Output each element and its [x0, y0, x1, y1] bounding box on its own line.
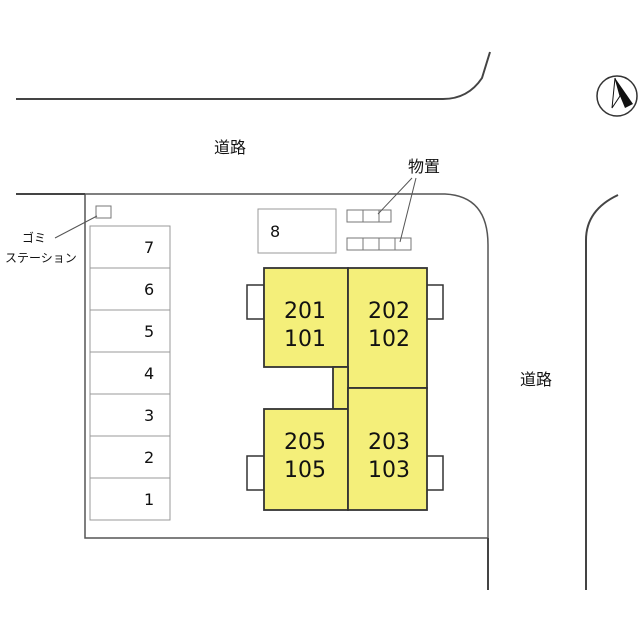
stall-5: 5	[144, 322, 154, 341]
road-label-top: 道路	[214, 138, 246, 157]
parking-column	[89, 225, 171, 521]
garbage-leader-line	[54, 215, 98, 239]
unit-205: 205	[284, 430, 326, 455]
road-edge-right	[585, 194, 619, 590]
unit-202: 202	[368, 299, 410, 324]
building-sw	[263, 408, 349, 511]
building-connector	[332, 366, 349, 410]
garbage-label-2: ステーション	[5, 251, 77, 265]
road-label-right: 道路	[520, 370, 552, 389]
stall-6: 6	[144, 280, 154, 299]
ac-units	[246, 284, 444, 491]
road-edge-top	[16, 51, 491, 100]
stall-7: 7	[144, 238, 154, 257]
storage-label: 物置	[408, 157, 440, 176]
stall-2: 2	[144, 448, 154, 467]
garbage-station-box	[95, 205, 112, 219]
unit-103: 103	[368, 458, 410, 483]
unit-105: 105	[284, 458, 326, 483]
unit-102: 102	[368, 327, 410, 352]
north-arrow-icon	[596, 75, 638, 117]
unit-203: 203	[368, 430, 410, 455]
stall-3: 3	[144, 406, 154, 425]
unit-201: 201	[284, 299, 326, 324]
storage-sheds	[346, 209, 412, 251]
stall-4: 4	[144, 364, 154, 383]
unit-101: 101	[284, 327, 326, 352]
garbage-label-1: ゴミ	[22, 230, 46, 245]
storage-leader-lines	[377, 177, 417, 243]
building-nw	[263, 267, 349, 368]
stall-1: 1	[144, 490, 154, 509]
building-ne	[347, 267, 428, 389]
parking-stalls	[90, 267, 170, 479]
stall-8: 8	[270, 222, 280, 241]
stall-8-box	[257, 208, 337, 254]
building-se	[347, 387, 428, 511]
